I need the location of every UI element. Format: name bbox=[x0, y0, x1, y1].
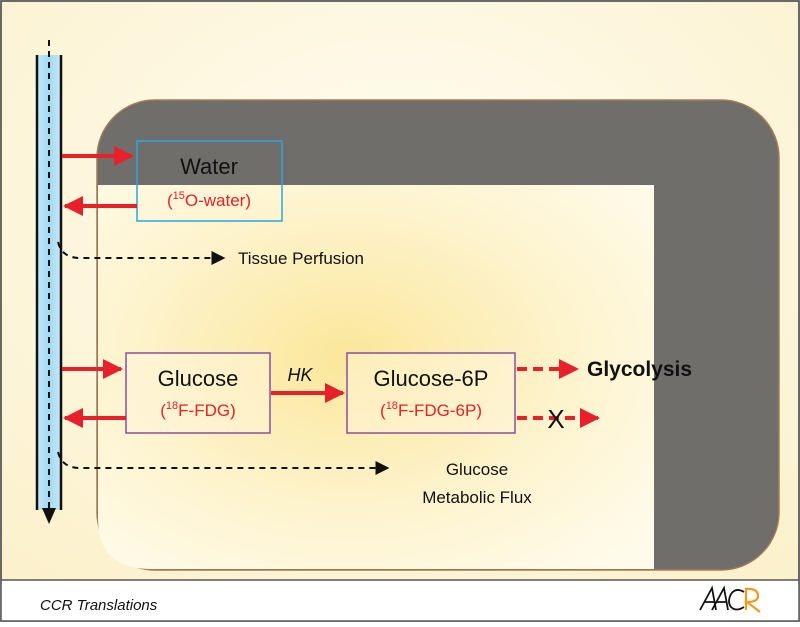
blood-flow-arrowhead bbox=[42, 508, 56, 524]
footer-bar bbox=[1, 580, 799, 621]
water-box bbox=[136, 140, 283, 222]
glucose-label: Glucose bbox=[158, 366, 239, 391]
glucose-flux-label-line2: Metabolic Flux bbox=[422, 488, 532, 507]
perfusion-arrow bbox=[57, 241, 226, 265]
glucose-box bbox=[125, 352, 271, 434]
water-tracer: (15O-water) bbox=[167, 190, 251, 210]
tissue-perfusion-label: Tissue Perfusion bbox=[238, 249, 364, 268]
journal-name: CCR Translations bbox=[40, 597, 158, 614]
water-label: Water bbox=[180, 154, 238, 179]
glucose-6p-tracer: (18F-FDG-6P) bbox=[380, 400, 482, 420]
blocked-mark: X bbox=[547, 404, 564, 434]
glucose-flux-arrow bbox=[57, 451, 390, 475]
glucose-tracer: (18F-FDG) bbox=[160, 400, 236, 420]
glucose-6p-box bbox=[346, 352, 516, 434]
aacr-logo bbox=[699, 585, 761, 613]
glucose-6p-label: Glucose-6P bbox=[374, 366, 489, 391]
glucose-flux-label-line1: Glucose bbox=[446, 460, 508, 479]
hk-label: HK bbox=[287, 365, 313, 385]
glycolysis-label: Glycolysis bbox=[587, 358, 692, 381]
